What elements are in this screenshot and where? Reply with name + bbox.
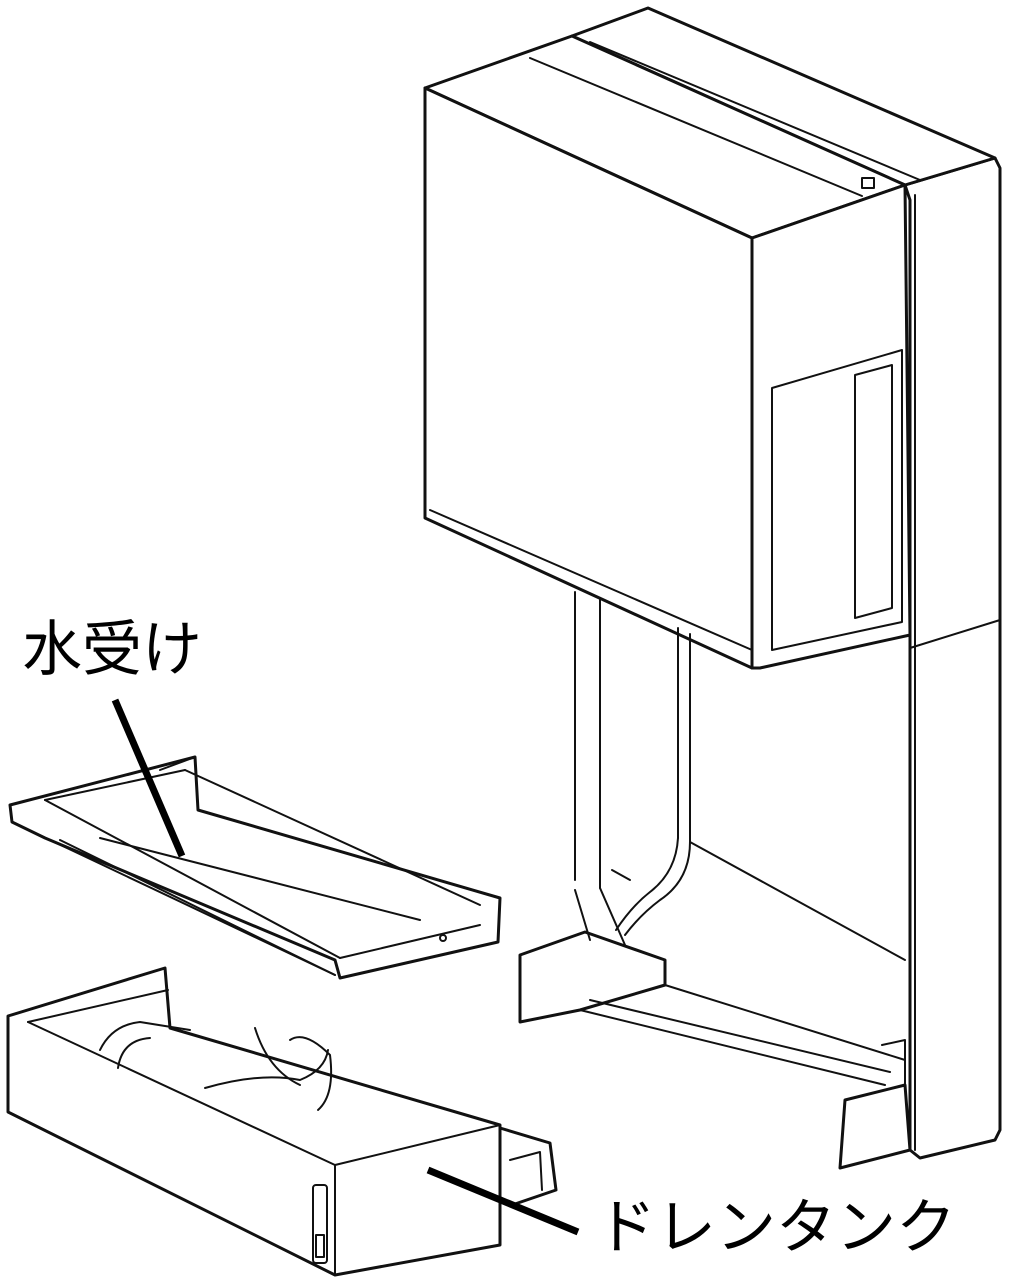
water-tray-leader xyxy=(111,698,186,858)
drain-tank-label: ドレンタンク xyxy=(596,1193,956,1263)
water-tray-label: 水受け xyxy=(22,615,202,685)
dryer-unit xyxy=(423,6,1002,1170)
drain-tank-leader xyxy=(426,1166,580,1236)
water-tray xyxy=(8,755,502,980)
drain-tank xyxy=(6,966,558,1277)
